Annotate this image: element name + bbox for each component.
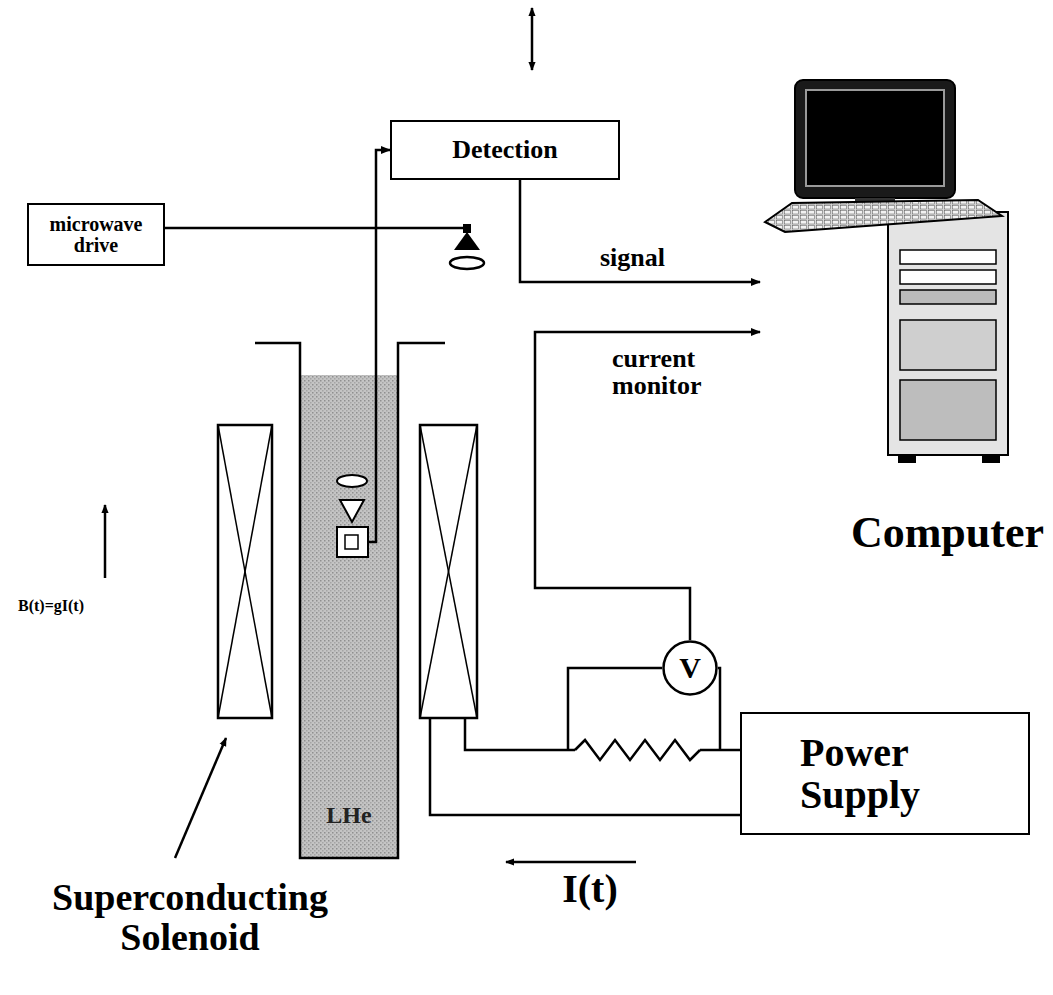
computer-illustration [765, 80, 1008, 463]
horn-antenna [454, 232, 480, 250]
keyboard [765, 200, 1002, 232]
power-supply-box: Power Supply [740, 712, 1030, 835]
current-arrow [506, 861, 636, 864]
tower [888, 212, 1008, 455]
dewar-wall [255, 343, 445, 858]
node-text: microwave drive [37, 214, 155, 256]
node-body: Detection [452, 136, 557, 163]
node-text: Computer [851, 510, 1044, 556]
voltmeter-symbol [664, 642, 717, 695]
connector-label: current monitor [610, 345, 744, 400]
screen [806, 90, 944, 186]
resistor-symbol [575, 740, 700, 760]
foot [982, 455, 1000, 463]
inner-horn [340, 500, 364, 522]
node-body: Computer [851, 510, 1044, 556]
node-text: V [679, 652, 701, 684]
instrument-box: microwave drive [27, 203, 165, 266]
sample-cavity [337, 527, 368, 557]
motion-arrow [531, 8, 534, 70]
microwave-line [165, 228, 467, 232]
instrument-box: Detection [390, 120, 620, 180]
node-body: microwave drive [37, 214, 155, 256]
field-label: B(t)=gI(t) [18, 598, 168, 615]
solenoid-left [218, 425, 272, 718]
part-name: Superconducting Solenoid [5, 878, 375, 958]
field-arrow [104, 505, 107, 578]
voltmeter-circle: V [662, 640, 718, 696]
sample [345, 535, 358, 549]
foot [898, 455, 916, 463]
front-panel [900, 320, 996, 370]
node-body: Power Supply [800, 732, 970, 816]
voltmeter-lead [568, 668, 662, 750]
liquid-helium [300, 375, 398, 858]
coil-cross [420, 425, 477, 718]
coil-cross [420, 425, 477, 718]
coil [218, 425, 272, 718]
coil-cross [218, 425, 272, 718]
front-grille [900, 380, 996, 440]
pointer-arrow [175, 738, 226, 858]
node-body: V [679, 652, 701, 684]
node-text: Detection [452, 136, 557, 163]
drive-bay [900, 250, 996, 264]
connector-label: signal [598, 244, 667, 271]
signal-connector [535, 332, 760, 640]
node-text: LHe [326, 803, 371, 828]
coil [420, 425, 477, 718]
signal-connector [520, 180, 760, 282]
node-text: Power Supply [800, 732, 970, 816]
drive-bay [900, 290, 996, 304]
signal-connector [376, 150, 390, 375]
horn-stem [463, 224, 471, 233]
drive-bay [900, 270, 996, 284]
inner-lens [337, 475, 367, 487]
monitor [795, 80, 955, 198]
current-label: I(t) [530, 868, 650, 910]
solenoid-right [420, 425, 477, 718]
detection-wire [368, 375, 376, 542]
node-body: LHe [326, 803, 371, 828]
computer-node: Computer [760, 75, 1050, 560]
coil-cross [218, 425, 272, 718]
voltmeter-lead [718, 668, 720, 750]
wire [430, 718, 740, 815]
dewar-node: LHe [300, 375, 398, 858]
wire [465, 718, 575, 750]
lens [450, 257, 484, 269]
